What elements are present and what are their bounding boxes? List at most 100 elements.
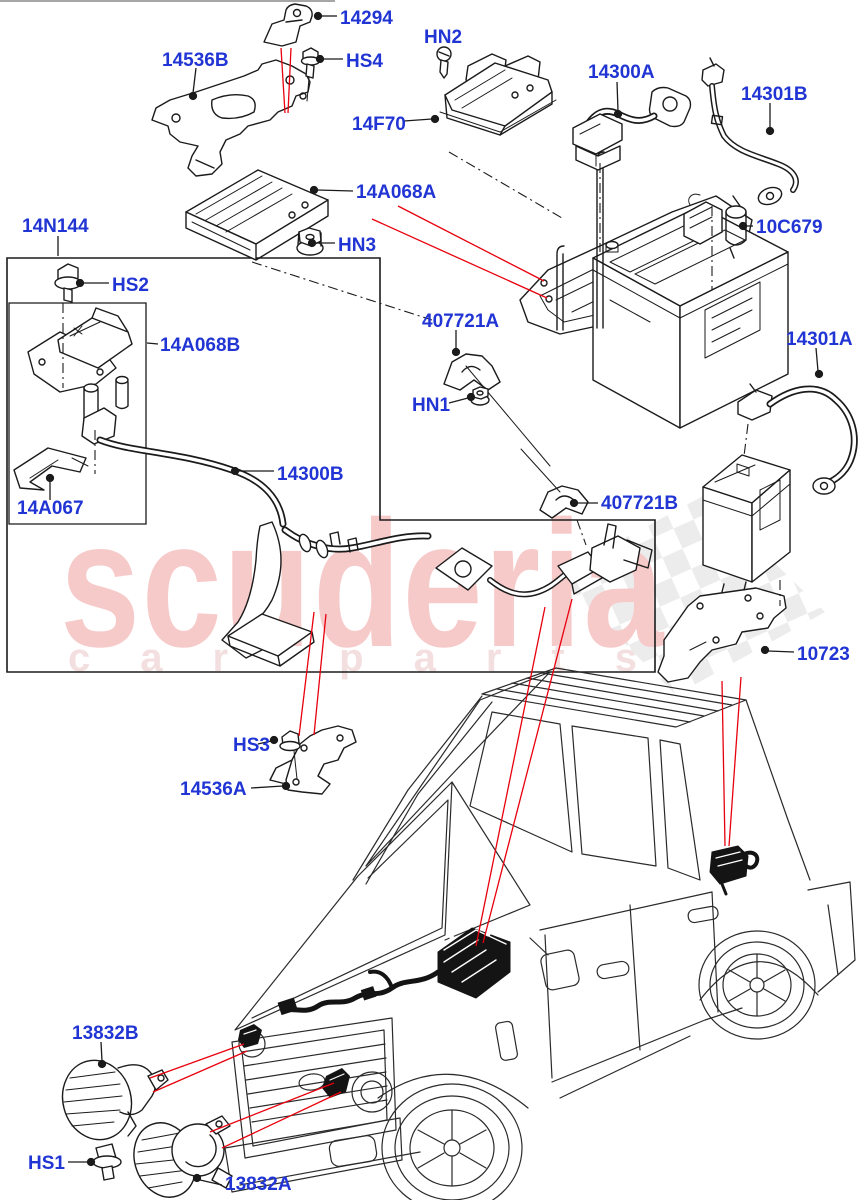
part-label-HN2[interactable]: HN2 xyxy=(424,27,462,48)
part-label-HS2[interactable]: HS2 xyxy=(112,275,149,296)
vehicle-front-fender-arch xyxy=(377,1073,529,1109)
part-drawing-407721B xyxy=(520,448,589,519)
part-drawing-407721A xyxy=(443,353,551,467)
callout-13832A-b xyxy=(221,1091,342,1149)
leader-14A068B xyxy=(146,342,159,345)
leader-14536A xyxy=(250,781,291,791)
grille-horn-locations xyxy=(238,1024,350,1109)
part-drawing-HS4 xyxy=(300,47,321,102)
vehicle-a-pillar xyxy=(352,695,483,881)
part-drawing-14A068A xyxy=(185,169,329,261)
vehicle-rear-wheel xyxy=(698,930,816,1040)
part-label-13832A[interactable]: 13832A xyxy=(225,1174,292,1195)
part-drawing-14F70 xyxy=(439,53,557,136)
part-drawing-14300A xyxy=(572,86,692,171)
callout-13832A-a xyxy=(209,1082,335,1133)
leader-13832A xyxy=(192,1173,223,1186)
watermark: scuderia car parts xyxy=(60,483,825,695)
part-drawing-14536B xyxy=(151,59,311,177)
part-drawing-14301A xyxy=(737,383,858,495)
leader-14301A xyxy=(814,347,824,379)
assembly-axis-lines xyxy=(62,151,781,606)
rear-quarter-battery-location xyxy=(709,845,760,896)
callout-14536A-a xyxy=(298,611,315,737)
leader-lines xyxy=(45,11,824,1186)
part-label-407721A[interactable]: 407721A xyxy=(422,311,499,332)
part-drawing-14A068B xyxy=(27,307,133,428)
watermark-brand-text: scuderia xyxy=(60,483,665,685)
part-label-13832B[interactable]: 13832B xyxy=(72,1023,139,1044)
part-label-14536A[interactable]: 14536A xyxy=(180,779,247,800)
part-drawing-main-battery xyxy=(592,205,789,429)
watermark-tagline-text: car parts xyxy=(68,636,687,680)
vehicle-front-door-handle xyxy=(596,960,630,980)
callout-14A068A-b xyxy=(371,218,548,299)
leader-407721A xyxy=(451,330,461,357)
leader-HN1 xyxy=(448,392,476,404)
leader-14F70 xyxy=(403,114,440,124)
part-drawing-HN2 xyxy=(436,46,452,79)
part-label-14300B[interactable]: 14300B xyxy=(277,464,344,485)
part-drawing-HS1 xyxy=(92,1143,122,1181)
leader-10C679 xyxy=(738,221,753,231)
leader-14300A xyxy=(613,81,623,119)
part-label-14301A[interactable]: 14301A xyxy=(786,329,853,350)
vehicle-mirror xyxy=(529,937,580,991)
callout-13832B-a xyxy=(149,1043,245,1079)
leader-HS4 xyxy=(315,54,343,64)
part-label-HS3[interactable]: HS3 xyxy=(233,735,270,756)
part-drawing-13832A xyxy=(133,1115,233,1198)
part-label-14N144[interactable]: 14N144 xyxy=(22,216,89,237)
part-drawing-14301B xyxy=(701,57,799,206)
part-label-10C679[interactable]: 10C679 xyxy=(756,217,823,238)
part-label-407721B[interactable]: 407721B xyxy=(601,493,678,514)
vehicle-front-wheel xyxy=(381,1083,523,1200)
callout-14294-b xyxy=(287,47,292,114)
part-label-HS1[interactable]: HS1 xyxy=(28,1153,65,1174)
part-drawing-HS3 xyxy=(279,730,301,780)
part-label-HN3[interactable]: HN3 xyxy=(338,235,376,256)
leader-14A068A xyxy=(309,185,354,195)
part-label-14A068B[interactable]: 14A068B xyxy=(160,335,240,356)
leader-14A067 xyxy=(45,473,55,500)
vehicle-illustration xyxy=(224,667,856,1200)
part-label-14301B[interactable]: 14301B xyxy=(741,84,808,105)
vehicle-hood xyxy=(234,781,453,1031)
leader-14301B xyxy=(765,103,775,136)
part-drawing-14A067 xyxy=(13,447,89,491)
callout-14294-a xyxy=(280,47,286,114)
part-drawing-14294 xyxy=(263,3,313,47)
callout-hood-battery-b xyxy=(482,598,573,944)
leader-HS1 xyxy=(68,1157,96,1167)
part-label-14300A[interactable]: 14300A xyxy=(588,62,655,83)
part-label-14A067[interactable]: 14A067 xyxy=(17,498,84,519)
vehicle-beltline xyxy=(539,891,713,931)
vehicle-d-pillar xyxy=(745,699,811,881)
part-label-14536B[interactable]: 14536B xyxy=(162,50,229,71)
vehicle-windshield xyxy=(365,671,551,867)
part-label-14A068A[interactable]: 14A068A xyxy=(356,182,437,203)
group-box-14N144 xyxy=(6,257,656,673)
leader-HN3 xyxy=(307,238,335,248)
leader-14294 xyxy=(313,11,337,21)
part-label-10723[interactable]: 10723 xyxy=(797,644,850,665)
callout-10723-a xyxy=(721,680,726,847)
part-drawing-aux-battery xyxy=(702,454,791,583)
part-label-HN1[interactable]: HN1 xyxy=(412,395,450,416)
leader-10723 xyxy=(760,645,795,655)
part-label-14F70[interactable]: 14F70 xyxy=(352,114,406,135)
leader-14300B xyxy=(230,466,274,476)
callout-10723-b xyxy=(728,676,742,847)
vehicle-headlight xyxy=(351,1071,393,1113)
hood-battery-location xyxy=(277,927,511,1016)
red-callout-lines xyxy=(149,47,742,1149)
part-drawing-10723 xyxy=(657,581,787,683)
part-label-14294[interactable]: 14294 xyxy=(340,8,393,29)
callout-14536A-b xyxy=(313,613,327,736)
inner-box-14A068B-kit xyxy=(8,302,147,525)
part-drawing-14536A xyxy=(269,725,357,795)
leader-13832B xyxy=(97,1041,107,1069)
part-label-HS4[interactable]: HS4 xyxy=(346,51,383,72)
callout-14A068A-a xyxy=(397,205,545,282)
